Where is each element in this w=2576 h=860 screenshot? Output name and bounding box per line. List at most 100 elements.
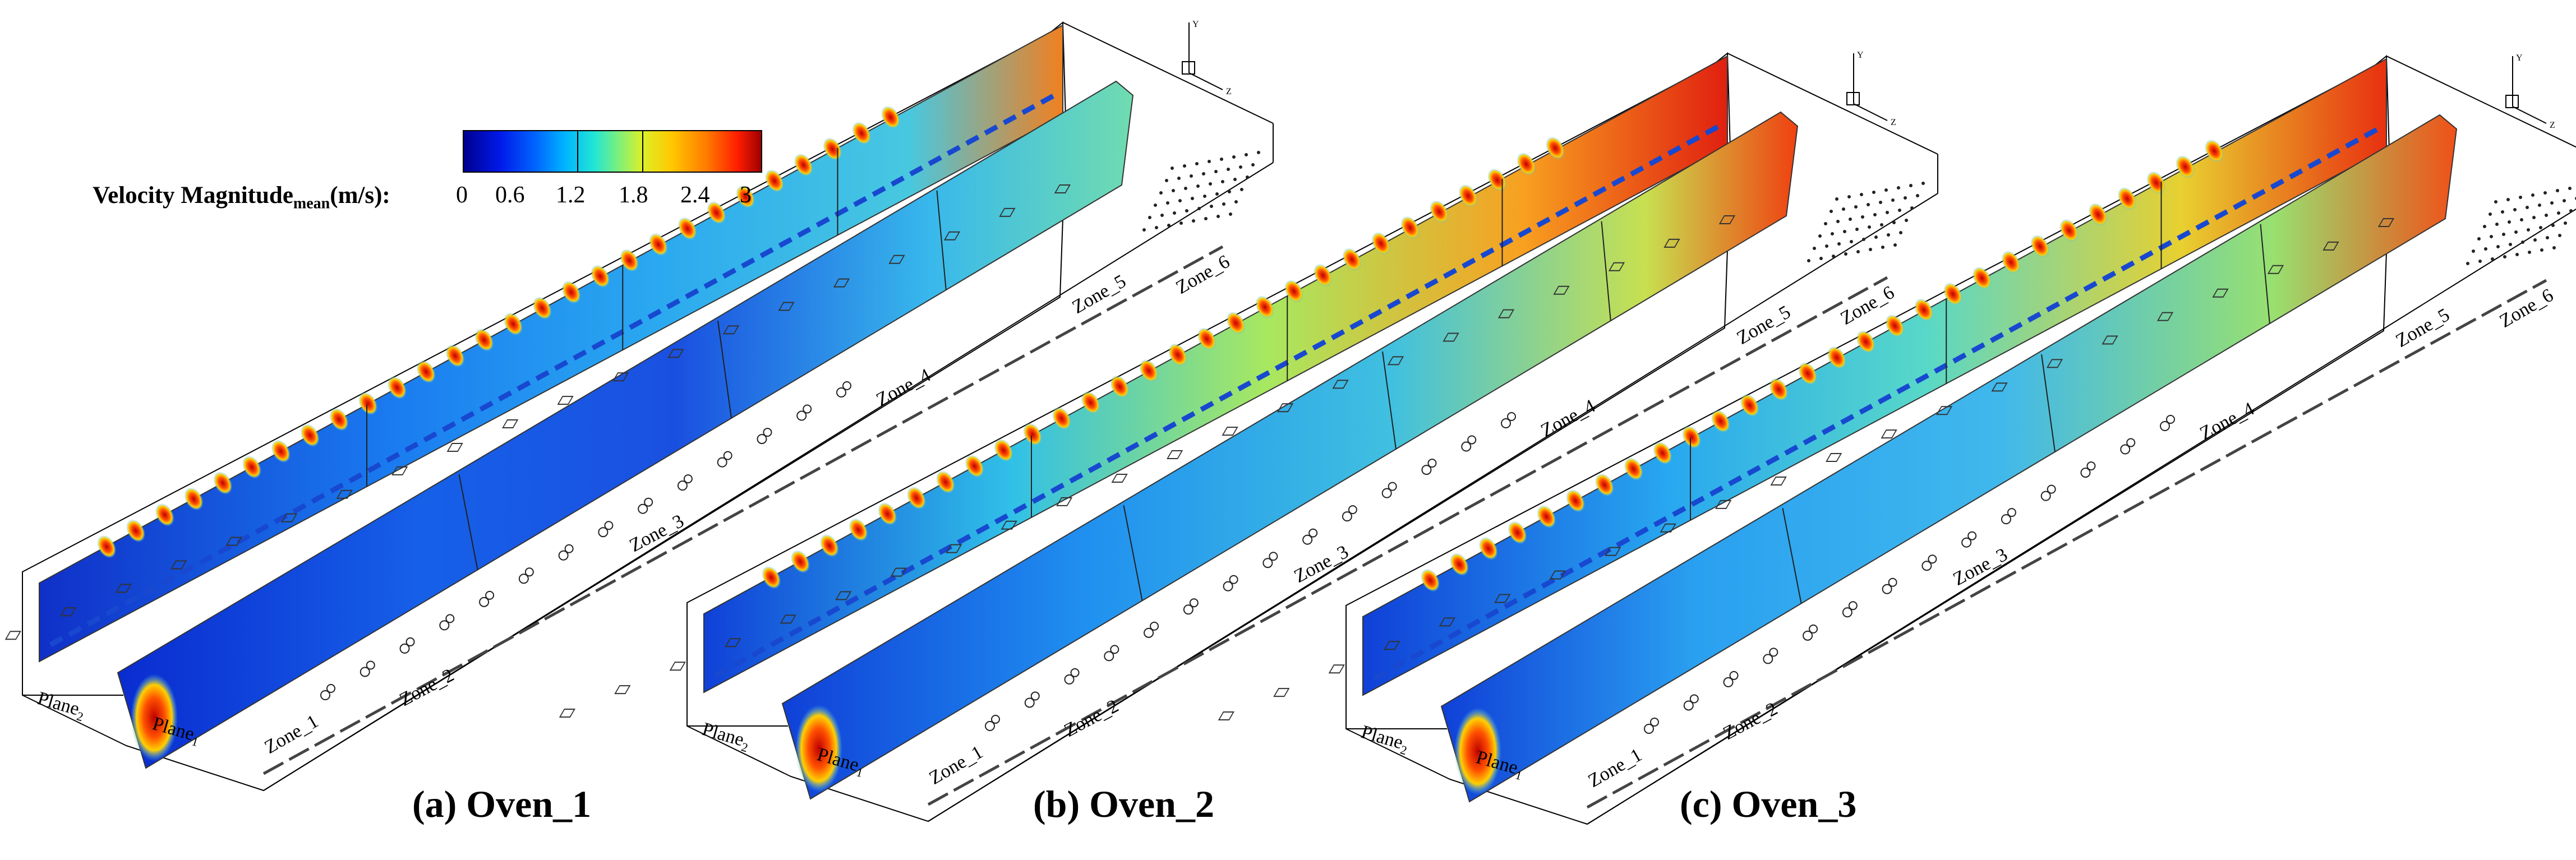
nozzle-jet-hotspot <box>387 376 407 399</box>
component-marker <box>796 410 807 421</box>
nozzle-jet-hotspot <box>907 486 927 510</box>
nozzle-jet-hotspot <box>2117 187 2137 210</box>
nozzle-jet-hotspot <box>2001 251 2021 274</box>
product-outline <box>1715 500 1732 509</box>
nozzle-jet-hotspot <box>1421 568 1440 592</box>
nozzle-dot <box>1818 234 1822 238</box>
colorbar-tick-label: 3 <box>740 182 752 208</box>
nozzle-dot <box>1234 200 1238 204</box>
nozzle-jet-hotspot <box>2088 203 2108 226</box>
plane-2-label: Plane2 <box>699 719 752 755</box>
nozzle-jet-hotspot <box>300 424 320 447</box>
product-outline <box>1328 664 1345 674</box>
component-marker <box>1110 645 1119 654</box>
nozzle-dot <box>2543 191 2547 195</box>
nozzle-jet-hotspot <box>2204 139 2224 163</box>
product-outline <box>722 325 740 335</box>
nozzle-dot <box>1216 215 1220 218</box>
nozzle-dot <box>1899 231 1902 234</box>
product-outline <box>1770 476 1787 486</box>
nozzle-jet-hotspot <box>936 470 955 494</box>
nozzle-dot <box>1844 252 1847 256</box>
product-outline <box>2102 335 2118 345</box>
component-marker <box>1467 435 1477 445</box>
component-marker <box>717 457 727 468</box>
component-marker <box>1723 677 1734 687</box>
component-marker <box>558 550 569 561</box>
product-outline <box>1277 403 1294 413</box>
nozzle-dot <box>2556 189 2559 192</box>
product-outline <box>336 489 353 499</box>
component-marker <box>1381 488 1392 498</box>
nozzle-dot <box>2514 230 2518 234</box>
component-marker <box>1269 552 1278 561</box>
nozzle-dot <box>2496 245 2500 248</box>
component-marker <box>644 497 653 507</box>
nozzle-dot <box>2539 226 2542 229</box>
colorbar <box>463 130 762 173</box>
nozzle-dot <box>1192 219 1195 223</box>
colorbar-tick-label: 1.8 <box>619 182 648 208</box>
nozzle-jet-hotspot <box>358 392 378 415</box>
colorbar-tick-label: 0.6 <box>495 182 525 208</box>
nozzle-dot <box>1887 233 1890 237</box>
component-marker <box>1342 511 1352 522</box>
nozzle-dot <box>1884 188 1888 192</box>
nozzle-jet-hotspot <box>591 265 610 288</box>
axis-y-label: Y <box>1857 50 1864 60</box>
nozzle-dot <box>1905 219 1908 222</box>
colorbar-tick-mark <box>577 131 578 172</box>
product-outline <box>2377 218 2395 227</box>
nozzle-dot <box>1850 240 1853 243</box>
axis-cube <box>1182 61 1195 75</box>
product-outline <box>557 396 574 405</box>
nozzle-dot <box>1155 226 1158 229</box>
nozzle-dot <box>1165 179 1168 182</box>
colorbar-tick-label: 0 <box>456 182 468 208</box>
nozzle-dot <box>1222 202 1225 206</box>
nozzle-jet-hotspot <box>532 297 552 320</box>
nozzle-jet-hotspot <box>1653 441 1672 465</box>
nozzle-dot <box>2526 206 2529 209</box>
nozzle-dot <box>1886 211 1889 214</box>
nozzle-dot <box>1240 188 1243 191</box>
component-marker <box>479 597 490 607</box>
nozzle-jet-hotspot <box>1827 346 1847 369</box>
component-marker <box>518 574 529 584</box>
nozzle-jet-hotspot <box>790 550 810 574</box>
nozzle-dot <box>2538 204 2541 207</box>
product-outline <box>1054 184 1071 193</box>
nozzle-jet-hotspot <box>852 122 872 145</box>
product-outline <box>1001 520 1017 530</box>
component-marker <box>2001 514 2011 525</box>
zone-label: Zone_4 <box>2196 399 2257 444</box>
nozzle-dot <box>1251 163 1255 167</box>
oven-panel-1: YZ <box>4 20 1274 792</box>
component-marker <box>1842 607 1852 618</box>
nozzle-jet-hotspot <box>620 249 639 272</box>
nozzle-dot <box>1257 151 1260 154</box>
nozzle-dot <box>1179 221 1183 225</box>
component-marker <box>320 690 330 700</box>
component-marker <box>2007 508 2016 517</box>
nozzle-dot <box>2528 251 2531 254</box>
product-outline <box>502 419 519 429</box>
product-outline <box>60 607 77 617</box>
nozzle-dot <box>2509 243 2512 246</box>
component-marker <box>803 404 812 414</box>
product-outline <box>1608 262 1625 271</box>
product-outline <box>1387 356 1404 366</box>
nozzle-jet-hotspot <box>994 438 1013 462</box>
nozzle-dot <box>1868 225 1871 229</box>
nozzle-jet-hotspot <box>1284 280 1304 303</box>
product-outline <box>1936 406 1953 415</box>
nozzle-dot <box>1898 209 1901 212</box>
nozzle-dot <box>1239 165 1242 169</box>
nozzle-dot <box>2478 260 2482 263</box>
nozzle-dot <box>1819 257 1823 260</box>
product-outline <box>1384 641 1400 650</box>
nozzle-dot <box>2508 220 2511 224</box>
product-outline <box>1991 382 2008 392</box>
nozzle-dot <box>2519 196 2522 199</box>
